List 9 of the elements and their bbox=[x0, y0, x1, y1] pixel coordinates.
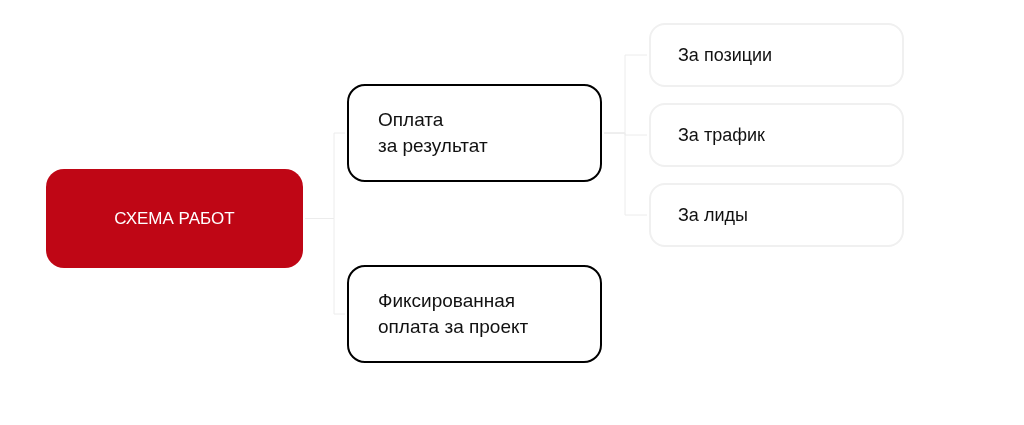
heading-box bbox=[46, 169, 303, 268]
node-label: Фиксированная оплата за проект bbox=[378, 289, 530, 339]
node-label: За трафик bbox=[678, 124, 765, 146]
node-label: За лиды bbox=[678, 204, 748, 226]
node-label: За позиции bbox=[678, 44, 773, 66]
category-box bbox=[347, 265, 602, 363]
category-box bbox=[347, 84, 602, 182]
node-label: Оплата за результат bbox=[378, 108, 488, 158]
node-label: СХЕМА РАБОТ bbox=[114, 208, 235, 229]
